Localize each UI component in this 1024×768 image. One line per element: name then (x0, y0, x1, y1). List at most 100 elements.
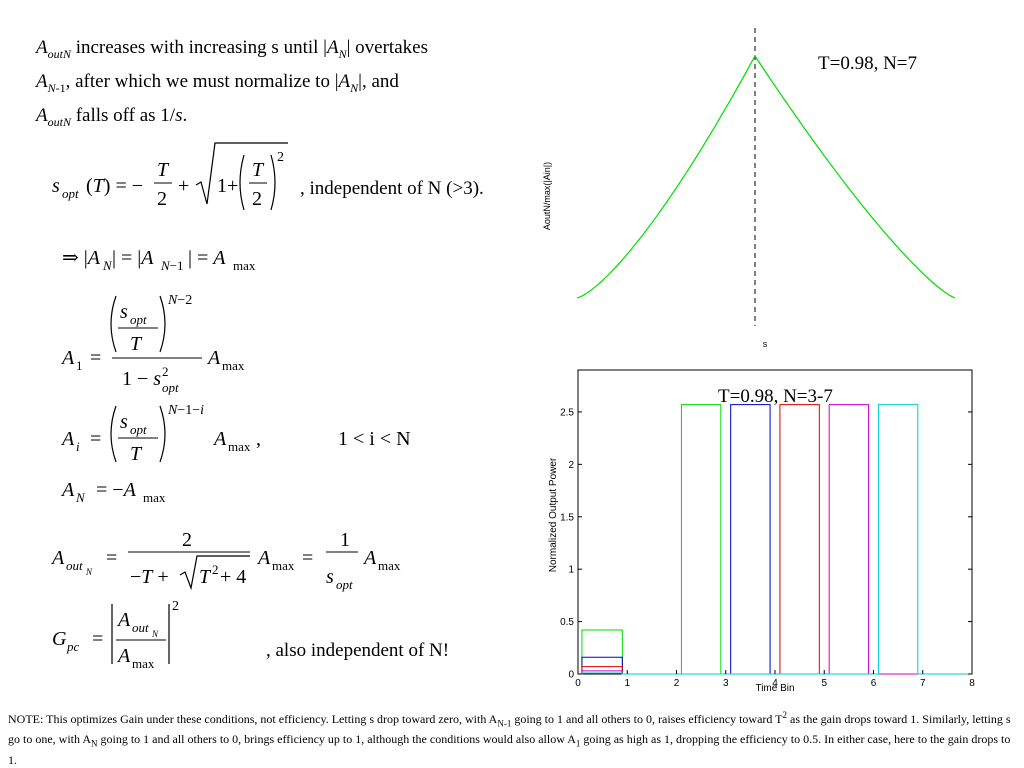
svg-text:max: max (143, 490, 166, 505)
x-tick-label: 6 (871, 678, 877, 689)
svg-text:=: = (90, 428, 101, 450)
svg-text:+: + (178, 175, 189, 197)
footnote-sub: 1 (575, 738, 581, 749)
x-tick-label: 8 (969, 678, 975, 689)
svg-text:A: A (60, 479, 75, 501)
equation-ai: A i = s opt T N−1−i A max , 1 < i < N (60, 403, 411, 465)
intro-text: AoutN increases with increasing s until … (36, 34, 536, 135)
equation-aout: A out N = 2 −T + T 2 + 4 A max = 1 s opt… (50, 529, 401, 592)
power-series-line (578, 404, 972, 675)
svg-text:2: 2 (212, 562, 219, 577)
svg-text:N−1: N−1 (160, 258, 184, 273)
x-tick-label: 3 (723, 678, 729, 689)
y-tick-label: 2 (568, 460, 574, 471)
svg-text:2: 2 (172, 599, 179, 614)
intro-line-1: AoutN increases with increasing s until … (36, 34, 536, 68)
peak-chart-ylabel: AoutN/max(|Ain|) (542, 162, 552, 230)
svg-text:T: T (157, 159, 170, 181)
intro-var-sub: N (47, 80, 56, 95)
svg-text:A: A (362, 547, 377, 569)
svg-text:N−1−i: N−1−i (167, 403, 204, 418)
intro-text-run: , after which we must normalize to | (65, 70, 339, 92)
svg-text:opt: opt (130, 422, 147, 437)
power-series-line (578, 404, 972, 675)
footnote-sup: 2 (782, 710, 788, 720)
peak-chart-title: T=0.98, N=7 (818, 53, 917, 74)
svg-text:N: N (85, 567, 93, 577)
intro-text-run: | overtakes (346, 37, 428, 58)
svg-text:T: T (130, 443, 143, 465)
intro-text-run: increases with increasing s until | (70, 37, 327, 58)
peak-chart-xlabel: s (763, 339, 768, 349)
svg-text:= −A: = −A (96, 479, 137, 501)
equation-sopt: s opt (T) = − T 2 + 1+ T 2 2 (52, 142, 288, 211)
y-tick-label: 1 (568, 565, 574, 576)
svg-text:2: 2 (182, 529, 192, 551)
equation-gpc: G pc = A out N A max 2 (52, 599, 179, 671)
svg-text:2: 2 (252, 188, 262, 210)
intro-var: s (175, 104, 183, 126)
footnote-text: NOTE: This optimizes Gain under these co… (8, 712, 498, 726)
power-series-1 (578, 404, 972, 675)
svg-text:s: s (52, 175, 60, 197)
x-tick-label: 7 (920, 678, 926, 689)
svg-text:A: A (256, 547, 271, 569)
equations: s opt (T) = − T 2 + 1+ T 2 2 ⇒ |A N | = … (50, 142, 411, 671)
svg-text:=: = (90, 347, 101, 369)
svg-text:N: N (102, 258, 113, 273)
power-chart-axes (577, 369, 973, 675)
svg-text:A: A (116, 645, 131, 667)
svg-text:opt: opt (62, 186, 79, 201)
power-series-line (578, 404, 972, 675)
footnote-sub: N (91, 738, 98, 749)
svg-text:A: A (212, 428, 227, 450)
footnote: NOTE: This optimizes Gain under these co… (8, 707, 1013, 768)
y-tick-label: 0.5 (560, 617, 574, 628)
intro-var: A (36, 37, 48, 58)
svg-text:s: s (326, 566, 334, 588)
footnote-sub: N-1 (497, 718, 512, 729)
footnote-text: going to 1 and all others to 0, brings e… (97, 732, 576, 747)
intro-text-run: . (182, 104, 188, 126)
svg-text:T: T (199, 566, 212, 588)
peak-chart: T=0.98, N=7 s AoutN/max(|Ain|) (542, 28, 956, 349)
intro-var: A (338, 70, 351, 92)
svg-text:1 − s: 1 − s (122, 368, 161, 390)
intro-line-3: AoutN falls off as 1/s. (36, 102, 536, 136)
x-tick-label: 0 (575, 678, 581, 689)
svg-text:A: A (116, 609, 131, 631)
svg-text:1+: 1+ (217, 175, 238, 197)
equation-implies: ⇒ |A N | = |A N−1 | = A max (62, 247, 256, 273)
equation-a1: A 1 = s opt T N−2 1 − s 2 opt A max (60, 293, 245, 395)
svg-text:i: i (76, 439, 80, 454)
svg-text:out: out (132, 620, 149, 635)
svg-text:N: N (151, 629, 159, 639)
power-chart-ylabel: Normalized Output Power (548, 457, 559, 572)
power-series-line (578, 404, 972, 675)
svg-text:2: 2 (277, 150, 284, 165)
footnote-text: as the gain drops toward 1. Similarly, l… (8, 712, 1011, 747)
peak-curve (576, 54, 956, 299)
intro-var: A (326, 37, 339, 58)
svg-text:1: 1 (76, 358, 83, 373)
power-chart-title: T=0.98, N=3-7 (718, 386, 833, 407)
svg-text:opt: opt (162, 380, 179, 395)
svg-text:N−2: N−2 (167, 293, 192, 308)
intro-line-2: AN-1, after which we must normalize to |… (36, 68, 536, 102)
power-chart-frame (577, 369, 973, 675)
svg-text:| = A: | = A (188, 247, 226, 269)
svg-text:| = |A: | = |A (112, 247, 154, 269)
svg-text:T: T (130, 333, 143, 355)
svg-text:max: max (272, 558, 295, 573)
svg-text:=: = (106, 547, 117, 569)
svg-text:pc: pc (66, 639, 80, 654)
svg-text:A: A (60, 428, 75, 450)
intro-var-sub: outN (47, 46, 71, 61)
svg-text:A: A (50, 547, 65, 569)
intro-var: A (36, 70, 48, 92)
svg-text:2: 2 (157, 188, 167, 210)
svg-text:+ 4: + 4 (220, 566, 246, 588)
